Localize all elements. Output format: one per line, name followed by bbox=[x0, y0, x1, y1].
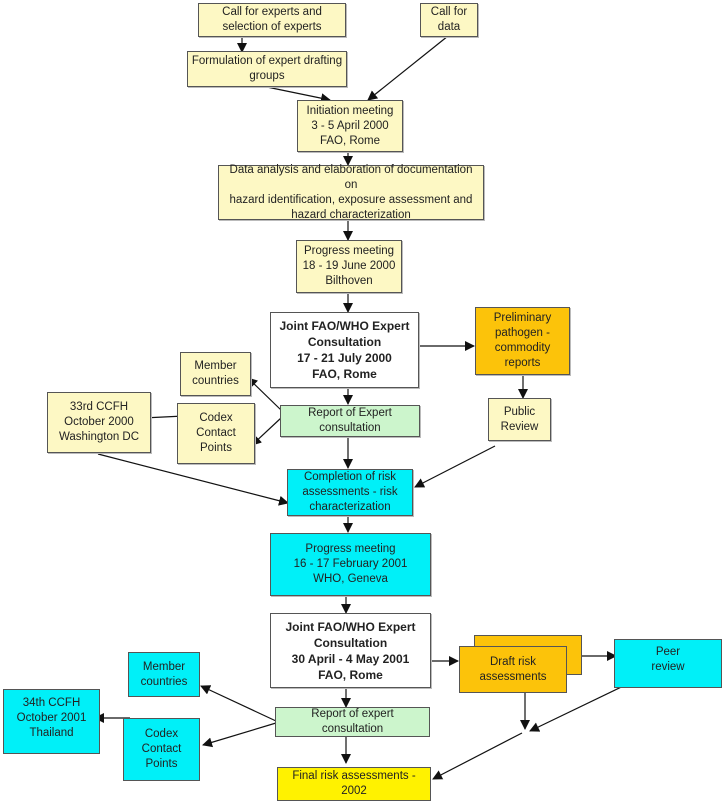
node-codex-contact-points-2001: Codex Contact Points bbox=[123, 718, 200, 781]
node-call-for-experts: Call for experts and selection of expert… bbox=[198, 3, 346, 37]
node-33rd-ccfh: 33rd CCFH October 2000 Washington DC bbox=[47, 392, 151, 453]
arrow-report-2001-to-codex bbox=[202, 722, 277, 748]
arrow-report-to-codex bbox=[251, 417, 282, 446]
node-draft-risk-assessments: Draft risk assessments bbox=[459, 646, 567, 693]
node-peer-review: Peer review bbox=[614, 639, 722, 688]
node-call-for-data: Call for data bbox=[420, 3, 478, 37]
node-formulation: Formulation of expert drafting groups bbox=[187, 51, 347, 87]
arrow-report-2001-to-member bbox=[200, 685, 277, 722]
node-report-expert-consultation-2000: Report of Expert consultation bbox=[280, 405, 420, 437]
node-34th-ccfh: 34th CCFH October 2001 Thailand bbox=[3, 689, 100, 754]
node-data-analysis: Data analysis and elaboration of documen… bbox=[218, 164, 484, 221]
node-initiation-meeting: Initiation meeting 3 - 5 April 2000 FAO,… bbox=[297, 100, 403, 152]
arrow-public-review-to-completion bbox=[414, 445, 496, 488]
node-member-countries-2001: Member countries bbox=[128, 652, 200, 697]
arrow-call-data-to-initiation bbox=[367, 35, 449, 101]
arrow-formulation-to-initiation bbox=[261, 85, 331, 104]
node-progress-meeting-2001: Progress meeting 16 - 17 February 2001 W… bbox=[270, 533, 431, 596]
arrow-ccfh33-to-completion bbox=[97, 453, 289, 506]
node-progress-meeting-2000: Progress meeting 18 - 19 June 2000 Bilth… bbox=[296, 240, 402, 293]
node-public-review: Public Review bbox=[488, 398, 551, 441]
node-completion-risk-assessments: Completion of risk assessments - risk ch… bbox=[287, 469, 413, 516]
node-joint-consultation-2000: Joint FAO/WHO Expert Consultation 17 - 2… bbox=[270, 312, 419, 388]
arrow-merge-to-final bbox=[432, 732, 523, 780]
node-codex-contact-points-2000: Codex Contact Points bbox=[177, 403, 255, 464]
node-report-expert-consultation-2001: Report of expert consultation bbox=[275, 707, 430, 737]
node-preliminary-reports: Preliminary pathogen - commodity reports bbox=[475, 307, 570, 375]
node-member-countries-2000: Member countries bbox=[180, 352, 251, 396]
node-joint-consultation-2001: Joint FAO/WHO Expert Consultation 30 Apr… bbox=[270, 613, 431, 688]
node-final-risk-assessments: Final risk assessments - 2002 bbox=[277, 767, 431, 801]
arrow-report-to-member bbox=[247, 377, 282, 411]
